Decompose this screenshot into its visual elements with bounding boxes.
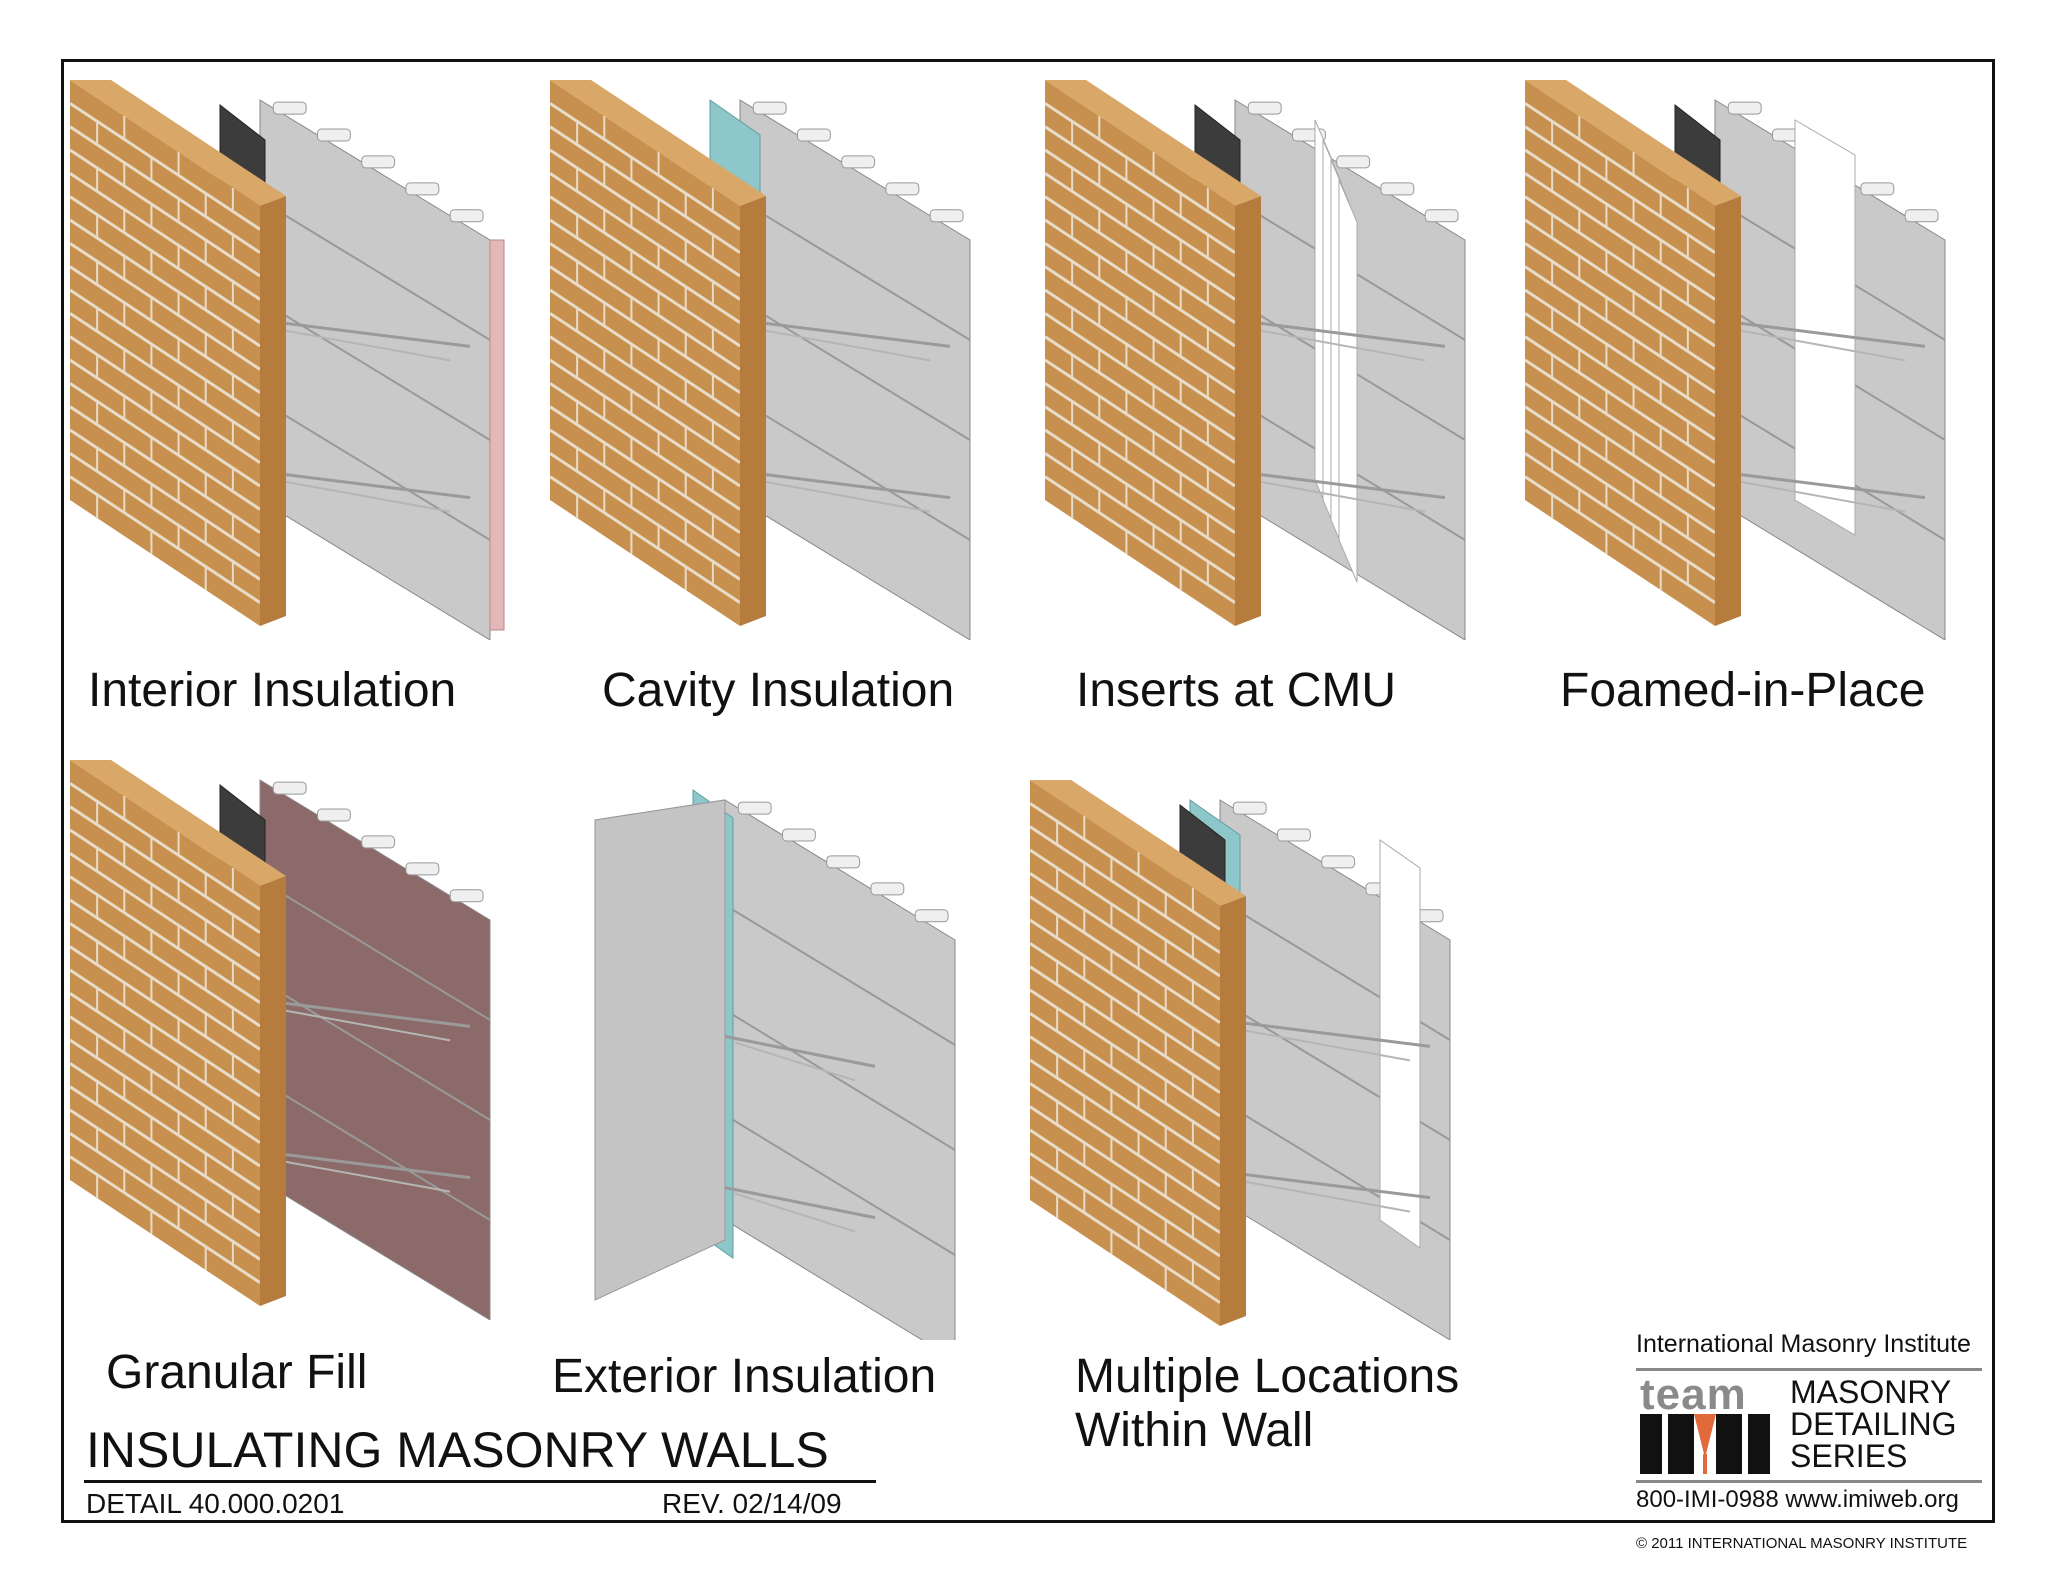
title-underline [84,1480,876,1483]
panel-cavity-insulation [550,80,1020,680]
series-line-2: DETAILING [1790,1406,1957,1442]
caption-cavity-insulation: Cavity Insulation [602,664,955,717]
panel-foamed-in-place [1525,80,1995,680]
panel-exterior-insulation [575,780,1045,1380]
wall-section-illustration [70,760,491,1320]
caption-line-2: Within Wall [1075,1404,1314,1457]
wall-section-illustration [550,80,971,640]
imi-logo: International Masonry Institute team MAS… [1632,1330,1992,1520]
drawing-frame [61,59,1995,1523]
wall-section-illustration [1030,780,1451,1340]
caption-foamed-in-place: Foamed-in-Place [1560,664,1926,717]
panel-granular-fill [70,760,540,1360]
logo-series-text: MASONRY DETAILING SERIES [1790,1376,1957,1472]
caption-exterior-insulation: Exterior Insulation [552,1350,937,1403]
copyright-notice: © 2011 INTERNATIONAL MASONRY INSTITUTE [1636,1535,1968,1552]
detail-number: DETAIL 40.000.0201 [86,1488,345,1519]
panel-interior-insulation [70,80,540,680]
revision-date: REV. 02/14/09 [662,1488,842,1519]
logo-org-name: International Masonry Institute [1636,1330,1971,1358]
caption-line-1: Multiple Locations [1075,1350,1460,1403]
imi-mark-icon [1640,1414,1770,1474]
logo-rule-bottom [1636,1480,1982,1483]
panel-inserts-at-cmu [1045,80,1515,680]
panel-multiple-locations [1030,780,1500,1380]
wall-section-illustration [1525,80,1946,640]
logo-contact: 800-IMI-0988 www.imiweb.org [1636,1486,1959,1513]
caption-inserts-at-cmu: Inserts at CMU [1076,664,1397,717]
wall-section-illustration [70,80,505,640]
wall-section-illustration [1045,80,1466,640]
series-line-3: SERIES [1790,1438,1908,1474]
logo-team-word: team [1640,1370,1747,1419]
wall-section-illustration [594,789,956,1340]
drawing-title: INSULATING MASONRY WALLS [86,1422,829,1478]
caption-multiple-locations: Multiple Locations Within Wall [1075,1350,1459,1458]
logo-rule-top [1636,1368,1982,1371]
caption-interior-insulation: Interior Insulation [88,664,457,717]
caption-granular-fill: Granular Fill [106,1346,368,1399]
series-line-1: MASONRY [1790,1374,1952,1410]
